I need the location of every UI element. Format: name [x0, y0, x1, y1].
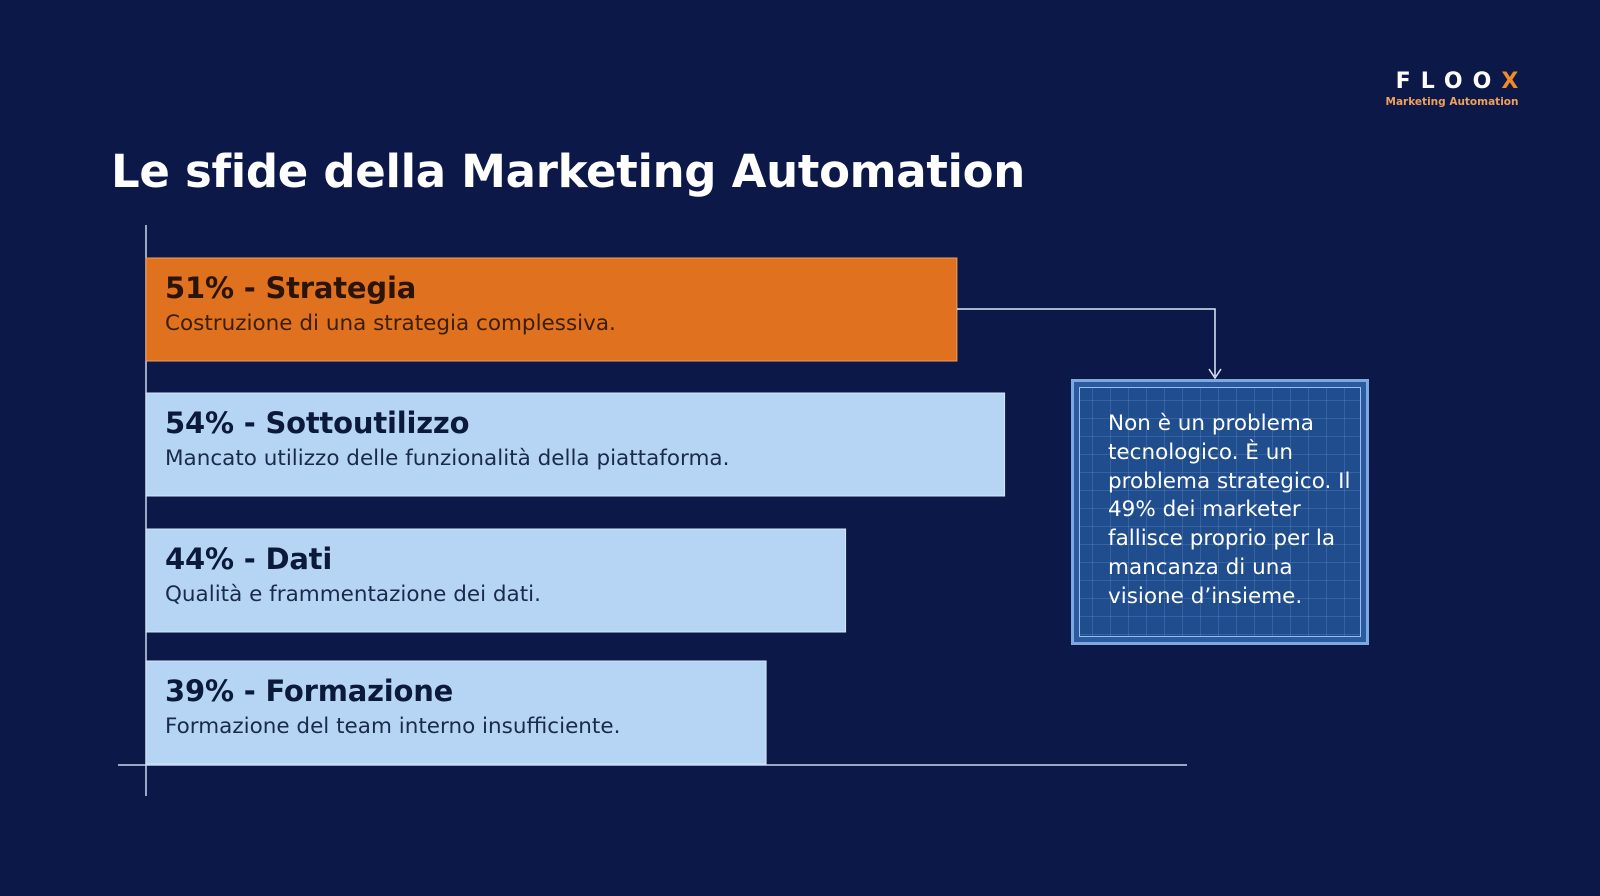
bar-dati — [145, 528, 847, 633]
connector-line — [956, 308, 1216, 376]
logo-tagline: Marketing Automation — [1385, 96, 1519, 108]
page-title: Le sfide della Marketing Automation — [111, 145, 1026, 198]
callout-text: Non è un problema tecnologico. È un prob… — [1108, 411, 1351, 609]
logo-wordmark: FLOO — [1395, 69, 1502, 94]
bar-sottoutilizzo — [145, 392, 1006, 497]
connector-arrowhead — [1208, 368, 1222, 380]
callout-box: Non è un problema tecnologico. È un prob… — [1071, 379, 1369, 645]
logo-accent-x: X — [1501, 69, 1519, 94]
floox-logo: FLOOX Marketing Automation — [1382, 68, 1522, 108]
bar-strategia — [145, 257, 958, 362]
bar-formazione — [145, 660, 767, 765]
